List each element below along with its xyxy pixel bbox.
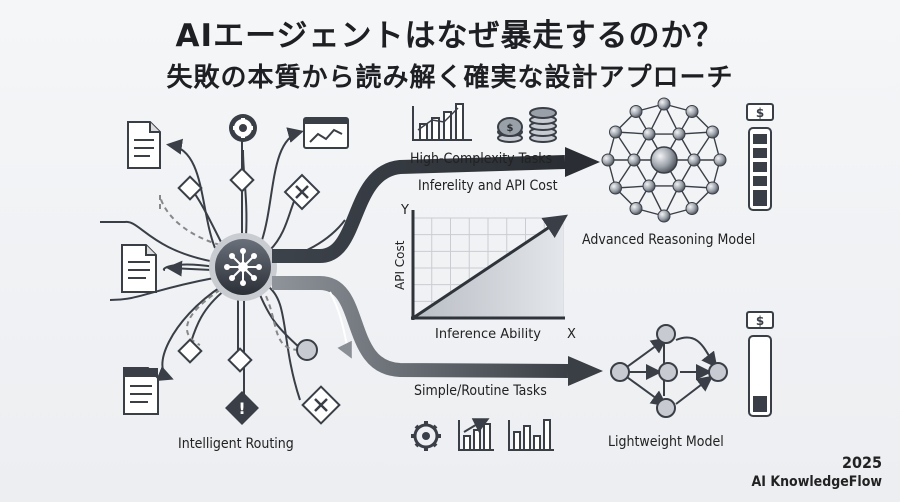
network-node <box>713 153 727 167</box>
network-node <box>705 125 719 139</box>
footer-year: 2025 <box>841 453 882 472</box>
battery-icon <box>748 335 772 417</box>
network-node <box>629 105 643 119</box>
network-node <box>657 209 671 223</box>
high-complexity-arrow <box>272 147 600 263</box>
document-icon <box>123 367 159 415</box>
close-icon <box>283 173 321 211</box>
network-node <box>629 201 643 215</box>
line-chart-icon <box>303 117 349 149</box>
network-node <box>687 153 701 167</box>
gear-icon <box>411 421 441 451</box>
footer-brand: AI KnowledgeFlow <box>751 474 882 490</box>
bar-chart-icon <box>412 103 472 141</box>
dollar-bill-icon: $ <box>746 311 774 329</box>
network-node <box>685 105 699 119</box>
document-icon <box>127 121 161 169</box>
network-node <box>642 179 656 193</box>
network-core-node <box>650 146 678 174</box>
close-icon <box>301 385 341 425</box>
x-axis-label: Inference Ability <box>435 327 541 342</box>
network-node <box>609 181 623 195</box>
neural-network-icon <box>601 97 727 223</box>
svg-text:$: $ <box>756 314 764 328</box>
bar-chart-icon <box>508 419 554 451</box>
document-icon <box>121 244 157 293</box>
diamond-icon <box>177 338 203 364</box>
lightweight-model-label: Lightweight Model <box>608 434 724 450</box>
network-node <box>685 201 699 215</box>
network-node <box>627 153 641 167</box>
svg-text:$: $ <box>507 123 514 134</box>
series-line <box>412 214 568 320</box>
diamond-icon <box>229 167 255 193</box>
coins-icon: $ <box>497 107 557 143</box>
routing-label: Intelligent Routing <box>178 436 294 452</box>
network-node <box>601 153 615 167</box>
y-axis-letter: Y <box>400 203 409 218</box>
battery-icon <box>748 127 772 211</box>
diamond-icon <box>227 347 253 373</box>
network-node <box>642 127 656 141</box>
x-axis-letter: X <box>567 327 576 342</box>
dollar-bill-icon: $ <box>746 103 774 121</box>
neural-network-icon <box>610 324 728 418</box>
svg-text:$: $ <box>756 106 764 120</box>
simple-task-arrow <box>272 276 603 386</box>
gear-icon <box>229 114 257 142</box>
network-node <box>609 125 623 139</box>
y-axis-label: API Cost <box>393 240 407 290</box>
diamond-icon <box>177 175 203 201</box>
page-title: AIエージェントはなぜ暴走するのか？ <box>175 18 725 54</box>
high-complexity-label: High-Complexity Tasks <box>410 151 553 167</box>
bar-chart-icon <box>458 418 494 451</box>
node-circle <box>296 339 318 361</box>
router-hub-icon <box>209 233 277 301</box>
warning-icon: ! <box>225 391 259 425</box>
cost-chart-title: Inferelity and API Cost <box>418 178 558 194</box>
network-node <box>705 181 719 195</box>
simple-tasks-label: Simple/Routine Tasks <box>414 383 547 399</box>
network-node <box>672 127 686 141</box>
network-node <box>672 179 686 193</box>
advanced-model-label: Advanced Reasoning Model <box>582 232 756 248</box>
page-subtitle: 失敗の本質から読み解く確実な設計アプローチ <box>166 63 734 93</box>
svg-text:!: ! <box>238 399 245 418</box>
network-node <box>657 97 671 111</box>
